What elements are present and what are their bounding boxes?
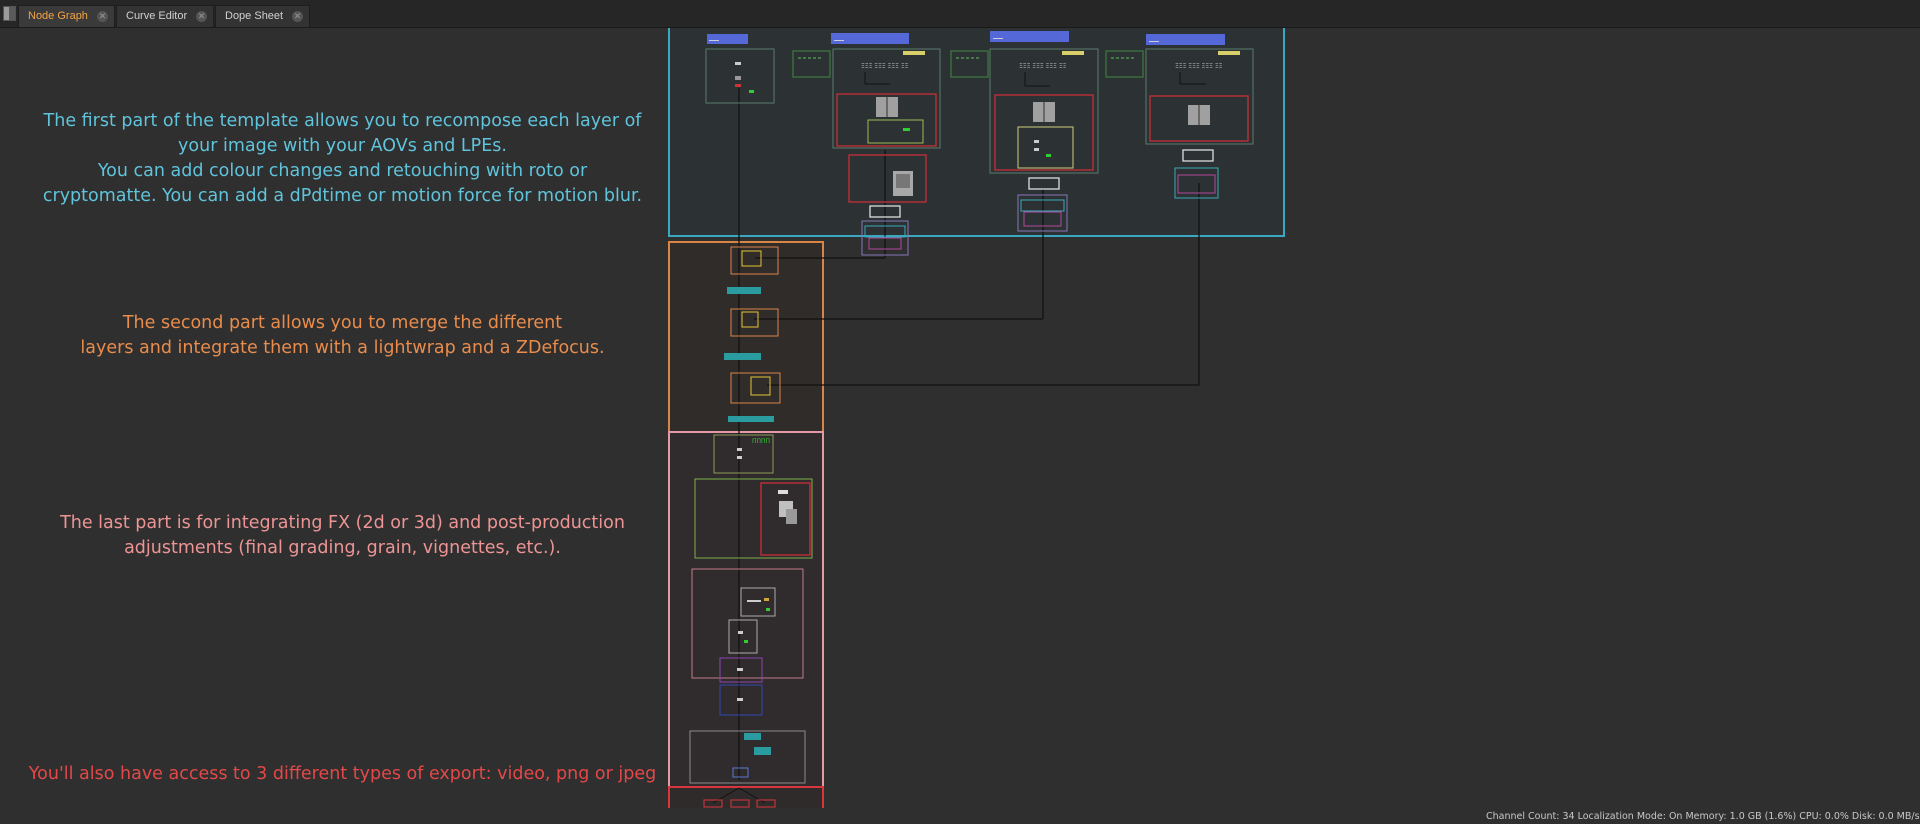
tab-label: Curve Editor	[126, 10, 188, 22]
node-box[interactable]	[861, 220, 909, 256]
node-box[interactable]	[867, 119, 924, 144]
node-box[interactable]	[1017, 194, 1068, 232]
node-box[interactable]: ΠΠΠΠ	[713, 434, 774, 474]
group-backdrop[interactable]	[1145, 48, 1254, 145]
note-line: cryptomatte. You can add a dPdtime or mo…	[42, 186, 643, 206]
node-box[interactable]	[689, 730, 806, 784]
group-backdrop[interactable]	[989, 48, 1099, 174]
merge-node[interactable]	[730, 372, 781, 404]
tab-curve-editor[interactable]: Curve Editor ✕	[116, 5, 214, 27]
node-box[interactable]	[728, 619, 758, 654]
merge-node[interactable]	[730, 246, 779, 275]
dashed-backdrop[interactable]	[1105, 50, 1144, 78]
note-line: your image with your AOVs and LPEs.	[178, 136, 507, 156]
write-node[interactable]	[1028, 177, 1060, 190]
read-node[interactable]	[990, 31, 1069, 42]
close-icon[interactable]: ✕	[97, 11, 108, 22]
note-line: You can add colour changes and retouchin…	[97, 161, 588, 181]
status-bar: Channel Count: 34 Localization Mode: On …	[1486, 811, 1920, 822]
read-node[interactable]	[1146, 34, 1225, 45]
sticky-note-export[interactable]: You'll also have access to 3 different t…	[20, 762, 665, 787]
roto-backdrop[interactable]	[848, 154, 927, 203]
teal-node[interactable]	[727, 287, 761, 294]
tab-label: Node Graph	[28, 10, 88, 22]
note-line: You'll also have access to 3 different t…	[28, 764, 657, 784]
read-node[interactable]	[831, 33, 909, 44]
note-line: The second part allows you to merge the …	[122, 313, 563, 333]
node-graph-canvas[interactable]: The first part of the template allows yo…	[0, 28, 1920, 808]
sticky-note-fx[interactable]: The last part is for integrating FX (2d …	[40, 511, 645, 561]
note-line: The last part is for integrating FX (2d …	[60, 513, 625, 533]
close-icon[interactable]: ✕	[196, 11, 207, 22]
close-icon[interactable]: ✕	[292, 11, 303, 22]
note-line: adjustments (final grading, grain, vigne…	[124, 538, 561, 558]
svg-text:ΞΞΞ ΞΞΞ ΞΞΞ ΞΞ: ΞΞΞ ΞΞΞ ΞΞΞ ΞΞ	[1019, 63, 1067, 70]
group-backdrop[interactable]	[705, 48, 775, 104]
read-node[interactable]	[707, 34, 748, 44]
tab-dope-sheet[interactable]: Dope Sheet ✕	[215, 5, 310, 27]
roto-backdrop[interactable]	[1149, 95, 1249, 142]
node-box[interactable]	[719, 657, 763, 683]
svg-text:ΞΞΞ ΞΞΞ ΞΞΞ ΞΞ: ΞΞΞ ΞΞΞ ΞΞΞ ΞΞ	[1175, 63, 1223, 70]
panel-menu-icon[interactable]	[3, 6, 16, 21]
tab-node-graph[interactable]: Node Graph ✕	[18, 5, 115, 27]
node-graph-svg: ΞΞΞ ΞΞΞ ΞΞΞ ΞΞ ΞΞΞ ΞΞΞ ΞΞΞ ΞΞ ΞΞΞ ΞΞΞ ΞΞ…	[668, 28, 1285, 808]
node-cluster: ΞΞΞ ΞΞΞ ΞΞΞ ΞΞ	[1175, 51, 1240, 125]
roto-backdrop[interactable]	[760, 482, 811, 556]
note-line: layers and integrate them with a lightwr…	[80, 338, 605, 358]
merge-node[interactable]	[730, 308, 779, 337]
teal-node[interactable]	[728, 416, 774, 422]
node-box[interactable]	[691, 568, 804, 679]
roto-backdrop[interactable]	[836, 93, 937, 147]
node-cluster: ΞΞΞ ΞΞΞ ΞΞΞ ΞΞ	[861, 51, 925, 117]
write-node[interactable]	[1182, 149, 1214, 162]
node-box[interactable]	[1017, 126, 1074, 169]
teal-node[interactable]	[724, 353, 761, 360]
small-node-cluster	[735, 62, 754, 93]
sticky-note-merge[interactable]: The second part allows you to merge the …	[70, 311, 615, 361]
svg-text:ΠΠΠΠ: ΠΠΠΠ	[752, 438, 770, 445]
backdrop-recompose[interactable]	[668, 28, 1285, 237]
node-box[interactable]	[694, 478, 813, 559]
dashed-backdrop[interactable]	[950, 50, 989, 78]
write-node[interactable]	[869, 205, 901, 218]
dashed-backdrop[interactable]	[792, 50, 831, 78]
note-line: The first part of the template allows yo…	[43, 111, 642, 131]
backdrop-export[interactable]	[668, 786, 824, 808]
node-box[interactable]	[719, 684, 763, 716]
export-nodes[interactable]	[703, 787, 776, 808]
sticky-note-recompose[interactable]: The first part of the template allows yo…	[40, 109, 645, 209]
node-box[interactable]	[740, 587, 776, 617]
node-pipes	[738, 88, 1200, 780]
group-backdrop[interactable]	[832, 48, 941, 149]
roto-backdrop[interactable]	[994, 94, 1094, 171]
tab-bar: Node Graph ✕ Curve Editor ✕ Dope Sheet ✕	[0, 0, 1920, 28]
node-box[interactable]	[1174, 167, 1219, 199]
svg-text:ΞΞΞ ΞΞΞ ΞΞΞ ΞΞ: ΞΞΞ ΞΞΞ ΞΞΞ ΞΞ	[861, 63, 909, 70]
tab-label: Dope Sheet	[225, 10, 284, 22]
node-cluster: ΞΞΞ ΞΞΞ ΞΞΞ ΞΞ	[1019, 51, 1084, 122]
